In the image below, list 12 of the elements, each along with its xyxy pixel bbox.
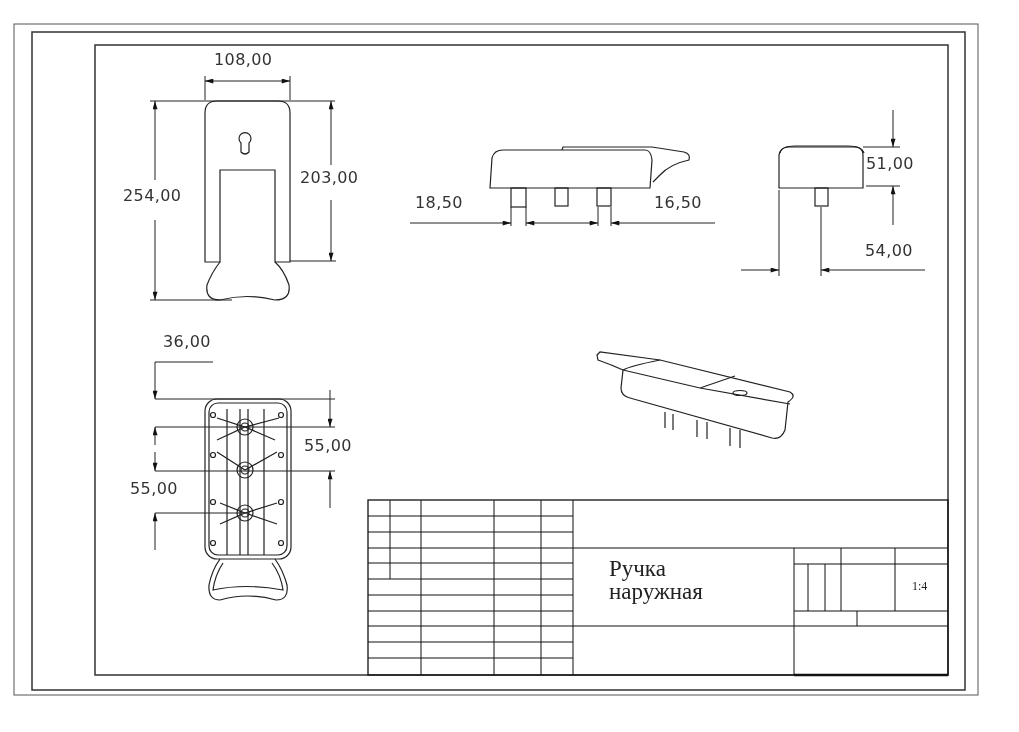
dimension-value: 254,00 xyxy=(123,188,182,204)
dimension-value: 51,00 xyxy=(866,156,914,172)
dimension-value: 108,00 xyxy=(214,52,273,68)
dimension-value: 203,00 xyxy=(300,170,359,186)
dimension-value: 54,00 xyxy=(865,243,913,259)
part-title: Ручка наружная xyxy=(609,557,704,603)
dimension-value: 16,50 xyxy=(654,195,702,211)
dimension-value: 18,50 xyxy=(415,195,463,211)
dimension-value: 55,00 xyxy=(304,438,352,454)
scale-value: 1:4 xyxy=(912,580,928,592)
dimension-value: 36,00 xyxy=(163,334,211,350)
dimension-value: 55,00 xyxy=(130,481,178,497)
